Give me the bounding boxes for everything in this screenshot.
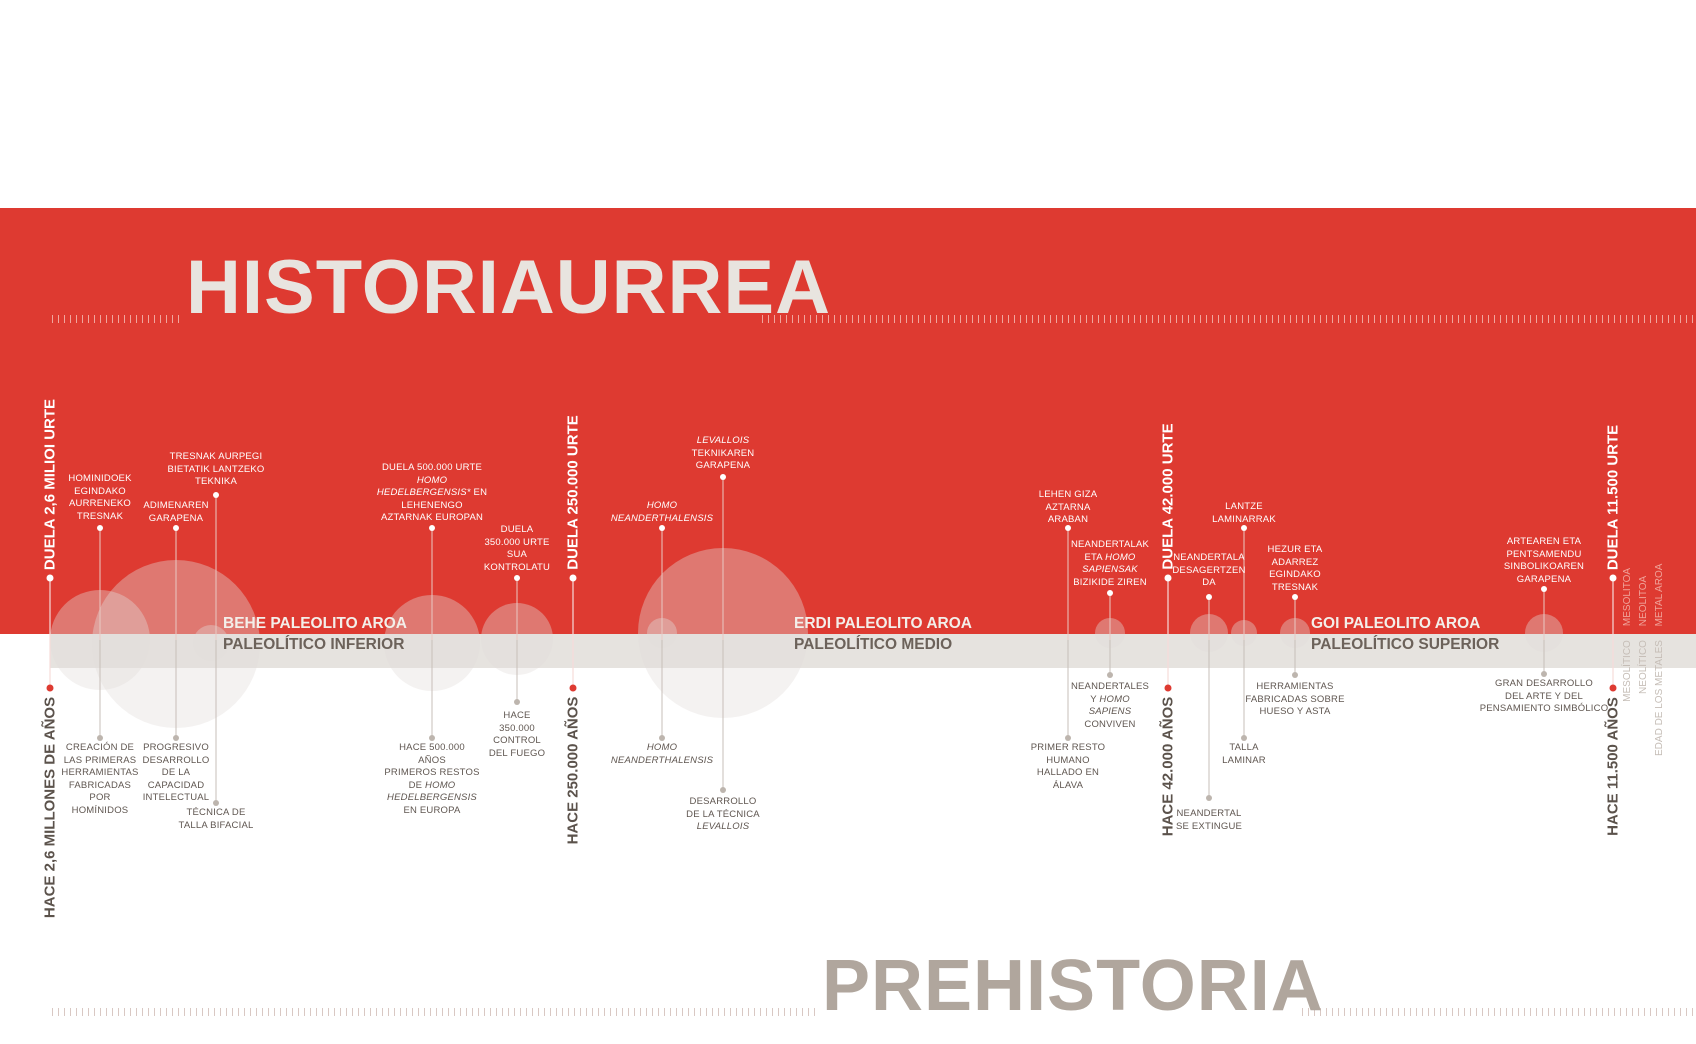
event-dot xyxy=(46,574,54,582)
later-period-spanish: EDAD DE LOS METALES xyxy=(1654,640,1665,756)
decorative-dotted-line xyxy=(50,1008,816,1016)
event-dot xyxy=(569,684,577,692)
period-label-spanish: PALEOLÍTICO SUPERIOR xyxy=(1311,636,1500,653)
decorative-dotted-line xyxy=(1300,1008,1696,1016)
event-dot xyxy=(1065,735,1071,741)
event-dot xyxy=(1164,574,1172,582)
event-dot xyxy=(659,735,665,741)
event-dot xyxy=(1065,525,1071,531)
date-label-spanish: HACE 42.000 AÑOS xyxy=(1159,696,1177,837)
red-band xyxy=(0,208,1696,634)
period-label-basque: BEHE PALEOLITO AROA xyxy=(223,615,408,632)
event-dot xyxy=(1241,735,1247,741)
event-dot xyxy=(1206,594,1212,600)
date-label-spanish: HACE 250.000 AÑOS xyxy=(564,696,582,845)
event-dot xyxy=(1107,590,1113,596)
event-dot xyxy=(46,684,54,692)
event-dot xyxy=(1541,586,1547,592)
later-period-basque: NEOLITOA xyxy=(1638,575,1649,627)
decorative-dotted-line xyxy=(760,315,1696,323)
decorative-dotted-line xyxy=(50,315,180,323)
event-dot xyxy=(213,492,219,498)
event-dot xyxy=(429,735,435,741)
event-dot xyxy=(1206,795,1212,801)
event-dot xyxy=(429,525,435,531)
date-label-basque: DUELA 11.500 URTE xyxy=(1604,424,1622,570)
event-dot xyxy=(720,787,726,793)
event-dot xyxy=(569,574,577,582)
grey-timeline-band xyxy=(50,634,1696,668)
event-dot xyxy=(1292,672,1298,678)
event-dot xyxy=(514,699,520,705)
event-dot xyxy=(1164,684,1172,692)
later-period-spanish: NEOLÍTICO xyxy=(1638,640,1649,694)
later-period-spanish: MESOLÍTICO xyxy=(1622,640,1633,702)
event-dot xyxy=(720,474,726,480)
event-dot xyxy=(1541,671,1547,677)
event-dot xyxy=(97,525,103,531)
event-dot xyxy=(213,800,219,806)
event-dot xyxy=(514,575,520,581)
event-dot xyxy=(1107,672,1113,678)
date-label-basque: DUELA 2,6 MILIOI URTE xyxy=(41,398,59,570)
date-label-spanish: HACE 2,6 MILLONES DE AÑOS xyxy=(41,696,59,918)
event-dot xyxy=(1609,684,1617,692)
event-dot xyxy=(173,525,179,531)
event-dot xyxy=(659,525,665,531)
date-label-spanish: HACE 11.500 AÑOS xyxy=(1604,696,1622,836)
title-basque: HISTORIAURREA xyxy=(186,245,831,330)
event-dot xyxy=(173,735,179,741)
event-dot xyxy=(1609,574,1617,582)
later-period-basque: MESOLITOA xyxy=(1622,567,1633,627)
period-label-spanish: PALEOLÍTICO MEDIO xyxy=(794,636,953,653)
later-period-basque: METAL AROA xyxy=(1654,563,1665,626)
period-label-spanish: PALEOLÍTICO INFERIOR xyxy=(223,636,405,653)
event-dot xyxy=(1241,525,1247,531)
period-label-basque: GOI PALEOLITO AROA xyxy=(1311,615,1481,632)
date-label-basque: DUELA 250.000 URTE xyxy=(564,414,582,570)
decorative-bubble xyxy=(193,625,229,661)
date-label-basque: DUELA 42.000 URTE xyxy=(1159,423,1177,570)
event-dot xyxy=(97,735,103,741)
period-label-basque: ERDI PALEOLITO AROA xyxy=(794,615,972,632)
title-spanish: PREHISTORIA xyxy=(822,946,1324,1026)
event-dot xyxy=(1292,594,1298,600)
